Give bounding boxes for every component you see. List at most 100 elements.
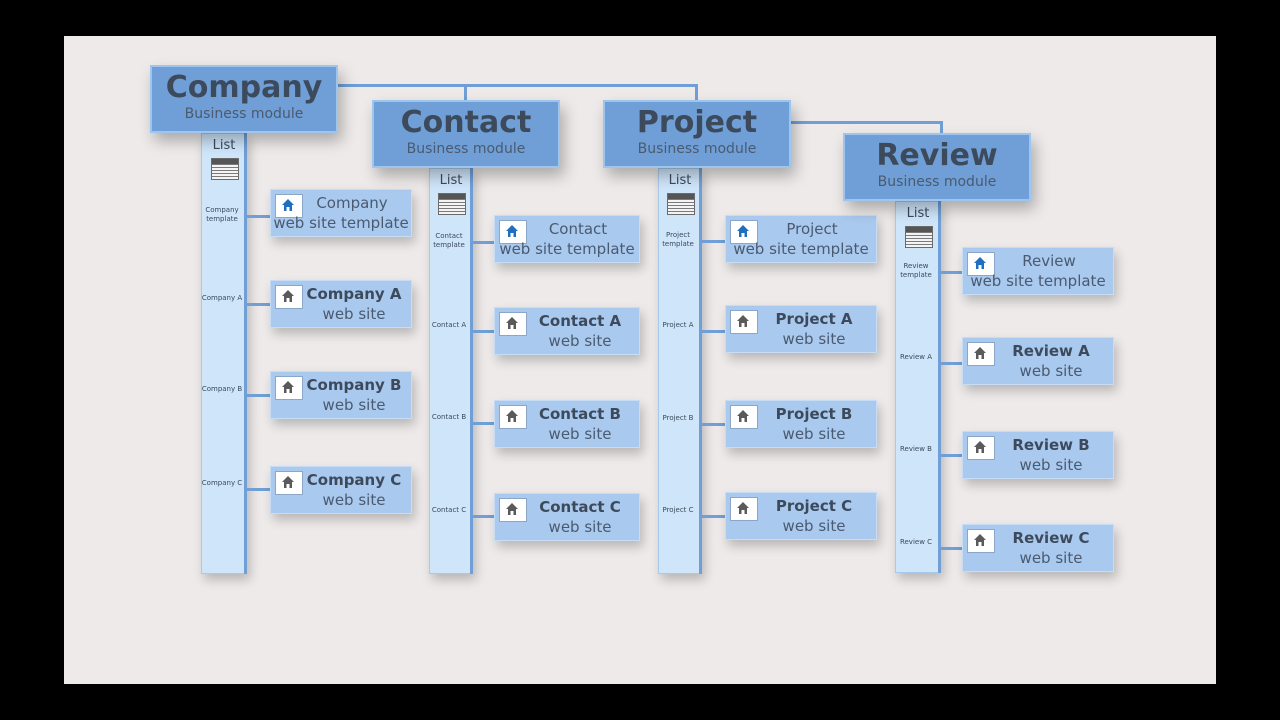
home-icon [967,342,995,366]
project-row-label: Project B [662,414,694,422]
project-card-subtitle: web site [782,330,846,348]
contact-row-connector [473,422,494,425]
project-card-subtitle: web site template [733,240,869,258]
project-row-connector [702,423,725,426]
company-row-connector [247,303,270,306]
list-icon [438,193,466,215]
review-list-spine [938,201,941,573]
company-row-connector [247,394,270,397]
home-icon [275,194,303,218]
project-card-title: Project A [775,310,853,328]
company-card-subtitle: web site [322,305,386,323]
project-list-spine [699,168,702,574]
contact-template-card[interactable]: Contact web site template [494,215,640,263]
connector-project-review [791,121,943,124]
company-row-connector [247,215,270,218]
review-row-label: Review C [899,538,933,546]
review-card-title: Review A [1012,342,1090,360]
connector-company-contact [338,84,466,87]
review-module-title: Review [876,138,998,173]
review-card-title: Review [1022,252,1076,270]
review-site-card[interactable]: Review A web site [962,337,1114,385]
project-template-card[interactable]: Project web site template [725,215,877,263]
home-icon [967,252,995,276]
home-icon [499,405,527,429]
company-row-label: Company A [201,294,243,302]
project-card-title: Project [786,220,838,238]
project-card-subtitle: web site [782,517,846,535]
company-card-title: Company B [306,376,402,394]
company-list-label: List [212,138,236,153]
project-row-connector [702,330,725,333]
list-icon [211,158,239,180]
contact-row-label: Contact C [431,506,467,514]
contact-card-subtitle: web site [548,518,612,536]
connector-review-drop [940,121,943,133]
review-card-subtitle: web site [1019,362,1083,380]
contact-site-card[interactable]: Contact C web site [494,493,640,541]
contact-card-subtitle: web site [548,332,612,350]
home-icon [275,376,303,400]
connector-contact-project [466,84,697,87]
review-card-title: Review C [1012,529,1090,547]
contact-row-label: Contact B [431,413,467,421]
company-site-card[interactable]: Company C web site [270,466,412,514]
review-row-label: Review B [899,445,932,453]
project-row-label: Project C [662,506,694,514]
home-icon [730,310,758,334]
contact-site-card[interactable]: Contact B web site [494,400,640,448]
review-row-connector [941,454,962,457]
company-card-title: Company C [306,471,402,489]
review-list-label: List [906,206,930,221]
company-site-card[interactable]: Company B web site [270,371,412,419]
company-card-subtitle: web site [322,396,386,414]
home-icon [499,220,527,244]
project-row-connector [702,515,725,518]
list-icon [667,193,695,215]
company-card-subtitle: web site template [273,214,409,232]
company-row-label: Company B [201,385,243,393]
company-module-subtitle: Business module [184,106,304,122]
contact-card-title: Contact C [539,498,621,516]
home-icon [730,405,758,429]
contact-module-subtitle: Business module [406,141,526,157]
contact-card-title: Contact [548,220,608,238]
review-list-column: List [895,201,941,573]
project-module-title: Project [636,105,758,140]
company-list-column: List [201,133,247,574]
list-icon [905,226,933,248]
contact-row-connector [473,330,494,333]
home-icon [967,529,995,553]
contact-module-title: Contact [400,105,532,140]
review-module-subtitle: Business module [877,174,997,190]
contact-card-title: Contact B [538,405,621,423]
company-card-subtitle: web site [322,491,386,509]
connector-contact-drop [464,84,467,100]
contact-row-connector [473,241,494,244]
contact-card-subtitle: web site template [499,240,635,258]
review-row-connector [941,547,962,550]
project-row-connector [702,240,725,243]
company-template-card[interactable]: Company web site template [270,189,412,237]
review-card-title: Review B [1012,436,1090,454]
company-row-label: Company template [205,206,239,223]
project-row-label: Project A [662,321,694,329]
contact-card-subtitle: web site [548,425,612,443]
home-icon [499,498,527,522]
home-icon [275,471,303,495]
home-icon [730,497,758,521]
company-card-title: Company [316,194,388,212]
project-site-card[interactable]: Project A web site [725,305,877,353]
contact-list-column: List [429,168,473,574]
